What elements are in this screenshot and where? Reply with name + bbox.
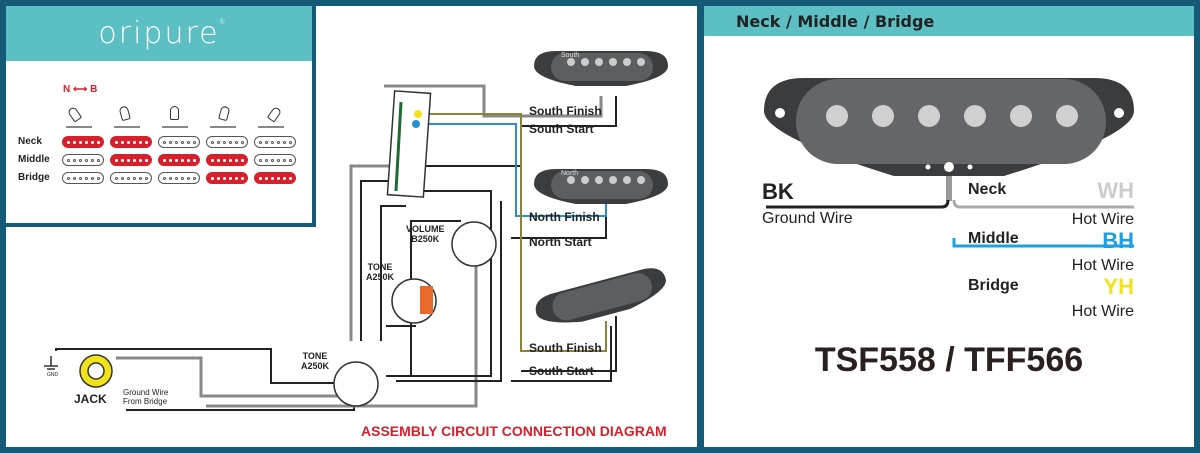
neck-desc: Hot Wire (1071, 211, 1134, 228)
wire (410, 220, 461, 376)
wire (511, 326, 612, 382)
pickup1-name: South (561, 52, 580, 59)
brand-header: oripure® (6, 6, 312, 61)
pickup-inactive-icon (62, 154, 104, 166)
wire (384, 84, 603, 118)
legend-header: Neck / Middle / Bridge (704, 6, 1194, 36)
pickup-inactive-icon (158, 172, 200, 184)
model-number: TSF558 / TFF566 (814, 341, 1084, 379)
pickup3-finish-label: South Finish (529, 341, 602, 355)
pickup-illustration (764, 78, 1134, 248)
pole-piece (623, 58, 631, 66)
pole-piece (581, 176, 589, 184)
pickup-south-top (534, 51, 668, 86)
pickup-inactive-icon (254, 154, 296, 166)
pole-piece (567, 176, 575, 184)
jack-label: JACK (74, 392, 107, 406)
pickup-active-icon (110, 154, 152, 166)
wire (418, 113, 607, 352)
brand-logo: oripure® (98, 16, 228, 51)
pickup3-start-label: South Start (529, 364, 594, 378)
wire (206, 246, 478, 408)
pickup-active-icon (206, 172, 248, 184)
wire (418, 123, 607, 217)
bridge-label: Bridge (968, 277, 1019, 294)
neck-code: WH (1097, 178, 1134, 203)
pole-piece (623, 176, 631, 184)
circuit-diagram (44, 51, 668, 411)
pole-piece (637, 176, 645, 184)
wire (349, 164, 396, 341)
pickup1-start-label: South Start (529, 122, 594, 136)
pickup-active-icon (206, 154, 248, 166)
ground-desc: Ground Wire (762, 210, 853, 227)
pickup-active-icon (158, 154, 200, 166)
switch-position-icon (114, 105, 140, 128)
switch-position-icon (162, 106, 188, 128)
wire (55, 348, 346, 384)
wire (396, 201, 502, 382)
pole-piece (567, 58, 575, 66)
bridge-desc: Hot Wire (1071, 303, 1134, 320)
chart-row-label: Bridge (18, 172, 50, 183)
middle-code: BH (1102, 228, 1134, 253)
pickup-inactive-icon (110, 172, 152, 184)
pole-piece (595, 176, 603, 184)
pole-piece (609, 58, 617, 66)
switch-position-icon (258, 105, 284, 128)
pickup-active-icon (62, 136, 104, 148)
pickup2-start-label: North Start (529, 235, 592, 249)
pole-piece (581, 58, 589, 66)
pickup2-name: North (561, 170, 579, 177)
pickup-active-icon (254, 172, 296, 184)
gnd-label: GND (47, 372, 59, 378)
neck-label: Neck (968, 181, 1007, 198)
selector-switch (386, 90, 432, 198)
pole-piece (609, 176, 617, 184)
pole-piece (637, 58, 645, 66)
switch-position-icon (210, 105, 236, 128)
pickup-south-bottom (535, 268, 666, 323)
middle-label: Middle (968, 230, 1019, 247)
pickup-inactive-icon (62, 172, 104, 184)
wire (380, 205, 406, 341)
volume-pot (451, 221, 497, 267)
capacitor (420, 286, 433, 314)
jack-icon (79, 354, 113, 388)
wire (360, 180, 398, 341)
wiring-legend-panel: Neck / Middle / Bridge BK Ground Wire Ne… (704, 6, 1194, 447)
bridge-code: YH (1103, 274, 1134, 299)
pickup-active-icon (110, 136, 152, 148)
diagram-title: ASSEMBLY CIRCUIT CONNECTION DIAGRAM (361, 423, 667, 439)
pickup-inactive-icon (254, 136, 296, 148)
chart-row-label: Middle (18, 154, 50, 165)
direction-indicator: N ⟷ B (63, 84, 98, 95)
pickup-inactive-icon (158, 136, 200, 148)
pickup-inactive-icon (206, 136, 248, 148)
wire (386, 190, 492, 377)
middle-desc: Hot Wire (1071, 257, 1134, 274)
ground-code: BK (762, 179, 794, 204)
ground-icon (44, 356, 58, 370)
chart-row-label: Neck (18, 136, 42, 147)
switch-position-icon (66, 105, 92, 128)
pickup-north (534, 169, 668, 204)
tone-pot-2 (333, 361, 379, 407)
pole-piece (595, 58, 603, 66)
pickup2-finish-label: North Finish (529, 210, 600, 224)
pickup1-finish-label: South Finish (529, 104, 602, 118)
wire (521, 316, 617, 372)
